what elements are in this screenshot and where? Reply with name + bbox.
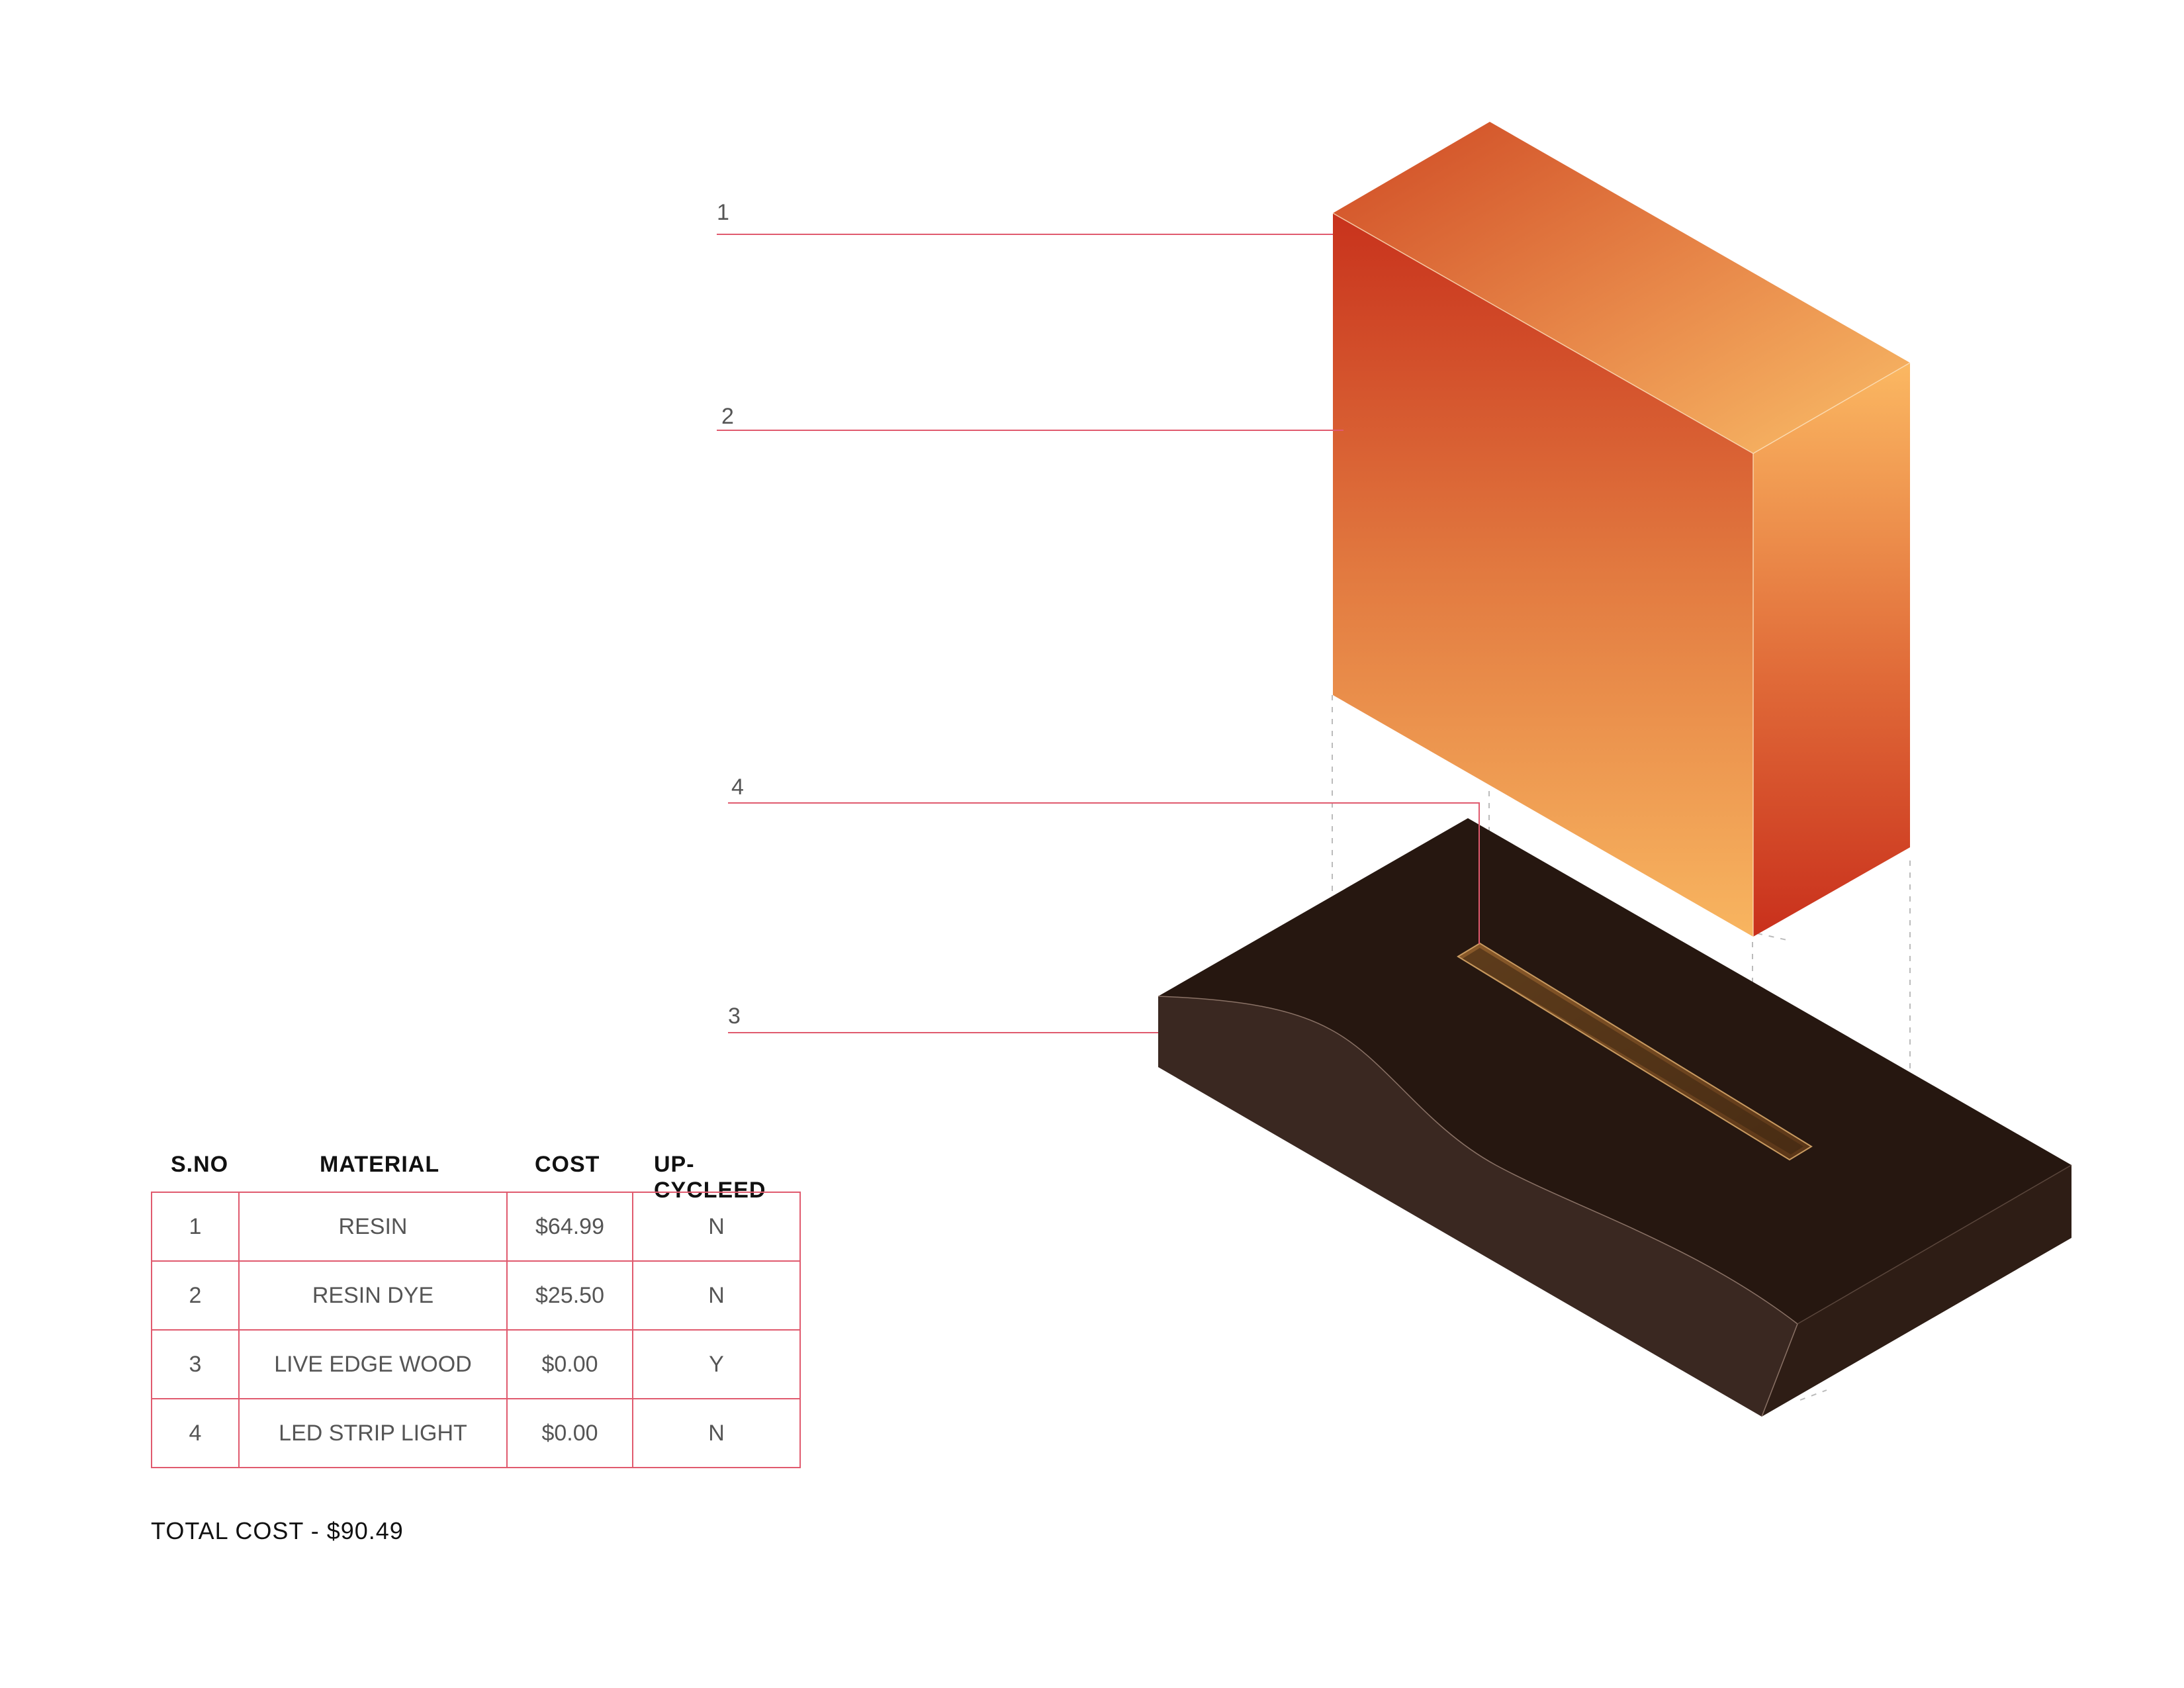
table-row: 1 RESIN $64.99 N [151,1192,801,1262]
cell-cost: $64.99 [506,1192,633,1262]
cell-cost: $0.00 [506,1329,633,1399]
resin-block-top-face [1333,122,1910,453]
cell-upcycled: Y [632,1329,801,1399]
table-row: 2 RESIN DYE $25.50 N [151,1260,801,1331]
cell-upcycled: N [632,1192,801,1262]
table-row: 4 LED STRIP LIGHT $0.00 N [151,1398,801,1468]
live-edge-wood-base [1158,818,2072,1417]
cell-cost: $0.00 [506,1398,633,1468]
callout-3: 3 [728,1004,741,1029]
callout-2: 2 [721,404,734,429]
cell-sno: 3 [151,1329,240,1399]
cell-sno: 4 [151,1398,240,1468]
resin-block [1332,122,1911,937]
cell-material: LIVE EDGE WOOD [238,1329,508,1399]
header-material: MATERIAL [320,1152,440,1177]
cell-upcycled: N [632,1260,801,1331]
header-cost: COST [535,1152,600,1177]
wood-base-top-face [1158,818,2071,1324]
leader-lines [717,234,1480,1033]
wood-base-live-edge-face [1158,996,1797,1417]
resin-block-front-face [1333,213,1753,937]
cell-upcycled: N [632,1398,801,1468]
cell-material: RESIN DYE [238,1260,508,1331]
cell-sno: 1 [151,1192,240,1262]
total-cost: TOTAL COST - $90.49 [151,1517,404,1544]
table-row: 3 LIVE EDGE WOOD $0.00 Y [151,1329,801,1399]
led-strip-channel [1457,942,1813,1161]
callout-1: 1 [717,200,729,225]
cell-cost: $25.50 [506,1260,633,1331]
cell-material: RESIN [238,1192,508,1262]
leader-line-4 [728,802,1480,944]
cell-material: LED STRIP LIGHT [238,1398,508,1468]
materials-grid: 1 RESIN $64.99 N 2 RESIN DYE $25.50 N 3 … [151,1192,801,1468]
resin-block-side-face [1753,363,1910,937]
callout-4: 4 [731,774,744,800]
header-sno: S.NO [171,1152,229,1177]
cell-sno: 2 [151,1260,240,1331]
wood-base-side-face [1762,1165,2071,1417]
